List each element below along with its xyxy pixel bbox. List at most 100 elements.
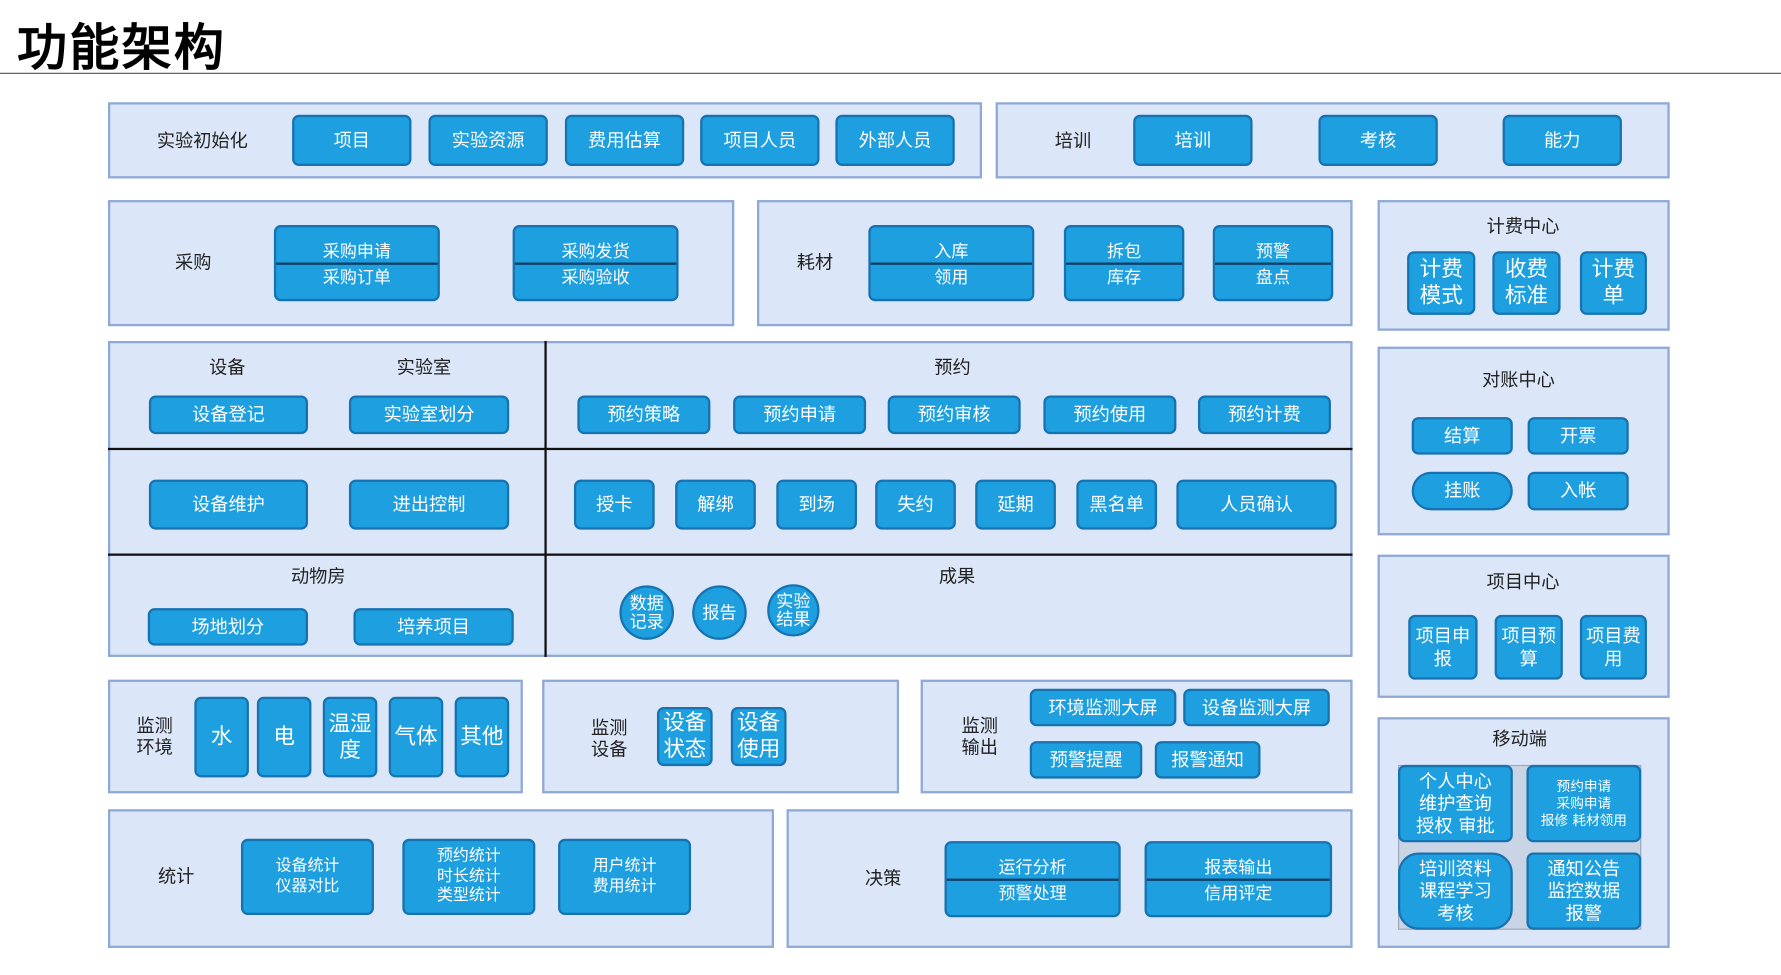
env-button-3[interactable]: 气体 bbox=[388, 696, 444, 778]
booking-action-0[interactable]: 授卡 bbox=[573, 479, 655, 530]
mobile-apply-button[interactable]: 预约申请 采购申请 报修 耗材领用 bbox=[1526, 764, 1642, 843]
init-button-0[interactable]: 项目 bbox=[292, 114, 412, 166]
device-status-button[interactable]: 设备 状态 bbox=[656, 706, 713, 767]
consumables-button-1-top[interactable]: 拆包 bbox=[1066, 227, 1183, 265]
mobile-notice-button[interactable]: 通知公告 监控数据 报警 bbox=[1526, 852, 1642, 930]
title-divider bbox=[0, 72, 1781, 74]
init-button-1[interactable]: 实验资源 bbox=[428, 114, 548, 166]
init-button-2[interactable]: 费用估算 bbox=[564, 114, 685, 166]
env-monitor-label: 监测 环境 bbox=[136, 714, 173, 759]
purchase-button-0-bottom[interactable]: 采购订单 bbox=[322, 266, 391, 287]
consumables-button-1-bottom[interactable]: 库存 bbox=[1107, 266, 1142, 287]
purchase-button-0-top[interactable]: 采购申请 bbox=[276, 227, 438, 265]
reconciliation-title: 对账中心 bbox=[1482, 368, 1555, 391]
booking-action-4[interactable]: 延期 bbox=[975, 479, 1056, 530]
decision-button-0-bottom[interactable]: 预警处理 bbox=[998, 882, 1067, 904]
purchase-button-0[interactable]: 采购申请采购订单 bbox=[273, 225, 440, 302]
cultivation-project-button[interactable]: 培养项目 bbox=[353, 608, 514, 646]
consumables-button-2-top[interactable]: 预警 bbox=[1215, 227, 1331, 265]
consumables-button-0-top[interactable]: 入库 bbox=[870, 227, 1033, 265]
equipment-register-button[interactable]: 设备登记 bbox=[148, 395, 309, 435]
booking-button-1[interactable]: 预约申请 bbox=[733, 395, 867, 435]
env-button-0[interactable]: 水 bbox=[194, 696, 249, 778]
equipment-label: 设备 bbox=[209, 356, 246, 378]
booking-button-4[interactable]: 预约计费 bbox=[1197, 395, 1331, 435]
billing-button-2[interactable]: 计费单 bbox=[1579, 251, 1647, 315]
device-screen-button[interactable]: 设备监测大屏 bbox=[1183, 688, 1330, 727]
env-button-4[interactable]: 其他 bbox=[454, 696, 510, 778]
device-monitor-label: 监测 设备 bbox=[591, 716, 628, 761]
decision-button-1-bottom[interactable]: 信用评定 bbox=[1204, 882, 1273, 904]
booking-button-2[interactable]: 预约审核 bbox=[887, 395, 1021, 435]
booking-action-3[interactable]: 失约 bbox=[875, 479, 956, 530]
booking-button-0[interactable]: 预约策略 bbox=[577, 395, 711, 435]
panel-device-monitor bbox=[542, 679, 900, 794]
divider-row-1 bbox=[107, 447, 1353, 451]
training-label: 培训 bbox=[1054, 130, 1092, 152]
warning-remind-button[interactable]: 预警提醒 bbox=[1029, 741, 1143, 779]
settle-button[interactable]: 结算 bbox=[1411, 417, 1513, 455]
statistics-button-1[interactable]: 预约统计 时长统计 类型统计 bbox=[402, 838, 536, 915]
purchase-button-1-bottom[interactable]: 采购验收 bbox=[561, 266, 630, 287]
decision-button-0[interactable]: 运行分析预警处理 bbox=[944, 841, 1121, 918]
booking-label: 预约 bbox=[934, 356, 971, 378]
purchase-button-1[interactable]: 采购发货采购验收 bbox=[512, 225, 679, 302]
results-label: 成果 bbox=[938, 565, 976, 587]
divider-row-2 bbox=[107, 553, 1353, 556]
init-button-3[interactable]: 项目人员 bbox=[700, 114, 820, 166]
decision-button-1-top[interactable]: 报表输出 bbox=[1146, 843, 1330, 881]
mobile-title: 移动端 bbox=[1492, 727, 1547, 750]
init-label: 实验初始化 bbox=[156, 130, 248, 152]
consumables-button-2[interactable]: 预警盘点 bbox=[1212, 225, 1334, 302]
equipment-maintenance-button[interactable]: 设备维护 bbox=[148, 479, 309, 530]
env-button-2[interactable]: 温湿 度 bbox=[322, 696, 378, 778]
training-button-1[interactable]: 考核 bbox=[1318, 114, 1438, 166]
decision-label: 决策 bbox=[864, 867, 902, 890]
report-button[interactable]: 报告 bbox=[692, 585, 747, 640]
decision-button-0-top[interactable]: 运行分析 bbox=[946, 843, 1119, 881]
on-account-button[interactable]: 挂账 bbox=[1411, 471, 1513, 511]
invoice-button[interactable]: 开票 bbox=[1527, 417, 1629, 455]
init-button-4[interactable]: 外部人员 bbox=[835, 114, 955, 166]
project-button-0[interactable]: 项目申 报 bbox=[1408, 614, 1478, 680]
mobile-personal-button[interactable]: 个人中心 维护查询 授权 审批 bbox=[1398, 764, 1513, 843]
consumables-button-0[interactable]: 入库领用 bbox=[868, 225, 1035, 302]
consumables-button-1[interactable]: 拆包库存 bbox=[1063, 225, 1185, 302]
booking-button-3[interactable]: 预约使用 bbox=[1043, 395, 1177, 435]
training-button-0[interactable]: 培训 bbox=[1133, 114, 1253, 166]
training-button-2[interactable]: 能力 bbox=[1502, 114, 1622, 166]
access-control-button[interactable]: 进出控制 bbox=[348, 479, 510, 530]
statistics-button-0[interactable]: 设备统计 仪器对比 bbox=[240, 838, 374, 915]
booking-action-1[interactable]: 解绑 bbox=[675, 479, 756, 530]
project-button-1[interactable]: 项目预 算 bbox=[1494, 614, 1563, 680]
animal-room-label: 动物房 bbox=[290, 565, 346, 587]
statistics-button-2[interactable]: 用户统计 费用统计 bbox=[558, 838, 692, 915]
booking-action-2[interactable]: 到场 bbox=[776, 479, 857, 530]
billing-center-title: 计费中心 bbox=[1486, 215, 1560, 237]
mobile-training-button[interactable]: 培训资料 课程学习 考核 bbox=[1398, 852, 1513, 930]
env-button-1[interactable]: 电 bbox=[256, 696, 312, 778]
device-usage-button[interactable]: 设备 使用 bbox=[730, 706, 787, 767]
billing-button-0[interactable]: 计费模式 bbox=[1407, 251, 1476, 315]
purchase-label: 采购 bbox=[175, 251, 212, 274]
output-monitor-label: 监测 输出 bbox=[961, 714, 998, 759]
site-division-button[interactable]: 场地划分 bbox=[147, 608, 309, 646]
booking-action-6[interactable]: 人员确认 bbox=[1176, 479, 1337, 530]
entry-button[interactable]: 入帐 bbox=[1527, 471, 1629, 511]
data-record-button[interactable]: 数据 记录 bbox=[619, 585, 675, 640]
decision-button-1[interactable]: 报表输出信用评定 bbox=[1144, 841, 1333, 918]
billing-button-1[interactable]: 收费标准 bbox=[1492, 251, 1561, 315]
experiment-result-button[interactable]: 实验 结果 bbox=[767, 584, 820, 637]
consumables-label: 耗材 bbox=[796, 251, 834, 274]
lab-division-button[interactable]: 实验室划分 bbox=[348, 395, 510, 435]
page-title: 功能架构 bbox=[17, 19, 227, 78]
env-screen-button[interactable]: 环境监测大屏 bbox=[1029, 688, 1177, 727]
project-button-2[interactable]: 项目费 用 bbox=[1579, 614, 1647, 680]
alarm-notify-button[interactable]: 报警通知 bbox=[1154, 741, 1261, 779]
consumables-button-2-bottom[interactable]: 盘点 bbox=[1255, 266, 1291, 287]
booking-action-5[interactable]: 黑名单 bbox=[1076, 479, 1158, 530]
panel-env-monitor bbox=[107, 679, 523, 794]
consumables-button-0-bottom[interactable]: 领用 bbox=[934, 266, 969, 287]
purchase-button-1-top[interactable]: 采购发货 bbox=[514, 227, 677, 265]
